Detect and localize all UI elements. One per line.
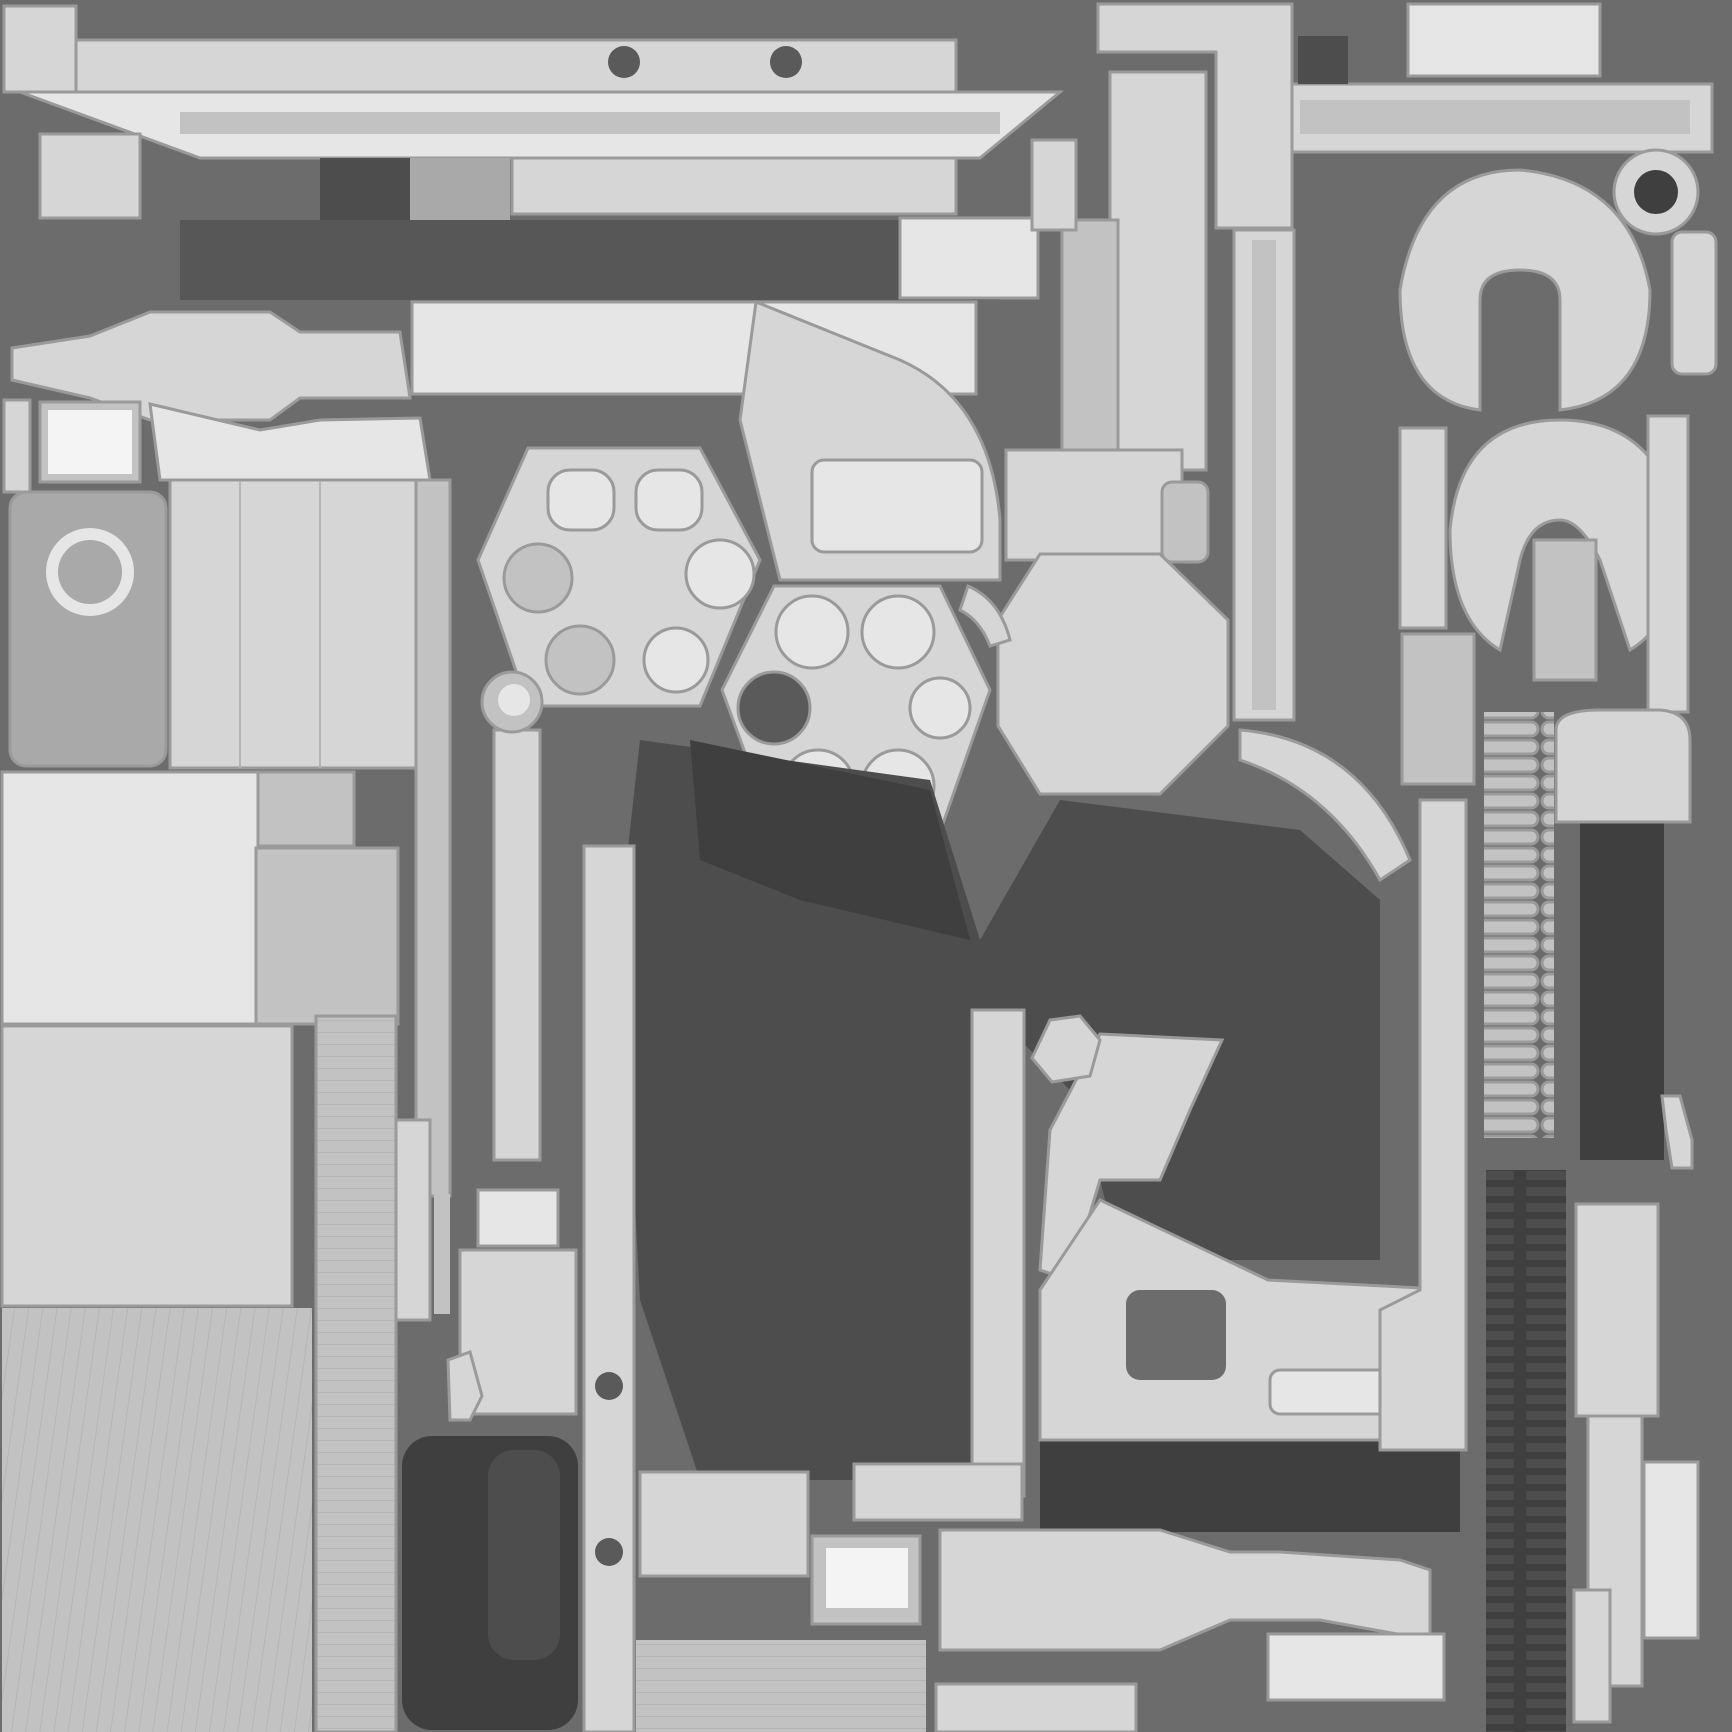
spring-coil [1484, 712, 1554, 1138]
frame-rail-right [1378, 798, 1468, 1452]
chamber-5 [544, 624, 616, 696]
rail-hole-left [608, 46, 640, 78]
chamber-4 [684, 538, 756, 610]
rail-hole-right [770, 46, 802, 78]
fan-disc-top [1398, 168, 1652, 412]
mag-cap [148, 402, 432, 482]
chamber-2 [634, 468, 704, 532]
chamber-1 [546, 468, 616, 532]
trigger-guard-bar [492, 728, 542, 1162]
plate-a-side [256, 770, 356, 848]
pad-dark-top [1298, 36, 1348, 84]
gem-nut [1030, 1014, 1102, 1084]
upper-center-group [898, 2, 1296, 722]
left-body-group [2, 299, 1002, 1198]
cloth-panel-fold [690, 740, 970, 940]
mag-block [168, 472, 418, 770]
vertical-bar-far-right [1646, 414, 1690, 714]
sight-piece [2, 398, 32, 494]
box-part [638, 1470, 810, 1578]
ribbed-strip [314, 1014, 398, 1732]
hammer-head [1554, 708, 1692, 824]
barrel-bottom [938, 1528, 1432, 1652]
small-parts-group [434, 670, 1102, 1422]
vertical-rail-a [1108, 70, 1208, 472]
left-plates-group [0, 770, 432, 1732]
emissive-glass-top [48, 410, 132, 474]
chamber-3 [502, 542, 574, 614]
bracket-right-a [1398, 426, 1448, 630]
barrel-bottom-foot [934, 1682, 1138, 1732]
cloth-panel-lower [1040, 1440, 1460, 1532]
top-rail-cap [2, 4, 78, 94]
octagon-plate [996, 552, 1230, 796]
bracket-small-2 [1030, 138, 1078, 232]
slider-block [1532, 538, 1598, 682]
hammer-spur [1038, 1032, 1225, 1282]
block-small [38, 132, 142, 220]
frame-vertical [970, 1008, 1026, 1498]
l-bracket [1096, 2, 1294, 230]
side-rail-left [394, 1118, 432, 1322]
pin-piece [1572, 1588, 1612, 1724]
bracket-right-b [1400, 632, 1476, 786]
vertical-rail-c-groove [1252, 240, 1276, 710]
narrow-bar-right [1574, 1202, 1660, 1418]
top-rail-group [2, 4, 1065, 300]
hook-piece [1660, 1094, 1694, 1170]
trigger-small [446, 1350, 484, 1422]
chamber-r2 [860, 594, 936, 670]
rail-hole-1 [595, 1372, 623, 1400]
top-rail [74, 38, 958, 94]
grip-screw-inner [58, 540, 122, 604]
top-right-group [1280, 2, 1718, 376]
cloth-panel-dark-strip [1580, 820, 1664, 1160]
plate-c [254, 846, 400, 1026]
vertical-long-rail [582, 844, 636, 1732]
mechanism-group [402, 728, 926, 1732]
grip-bar-inner [1300, 100, 1690, 134]
spring-small [434, 1194, 450, 1314]
mag-rail [414, 478, 452, 1198]
blade-strip-inner [180, 112, 1000, 134]
hammer-part [476, 1188, 560, 1248]
frame-plate-window [1126, 1290, 1226, 1380]
block-mid [1004, 448, 1184, 562]
dark-block-2 [410, 158, 510, 220]
plate-a [0, 770, 260, 1026]
panel-top-right [1406, 2, 1602, 78]
receiver-slot [810, 458, 984, 554]
chamber-r1 [774, 594, 850, 670]
chamber-6 [642, 626, 710, 694]
dark-block-1 [320, 158, 410, 220]
cylinder-short [1160, 480, 1210, 564]
chamber-r3 [736, 670, 812, 746]
barrel-bottom-lower [1266, 1632, 1446, 1702]
ring-hole [1634, 170, 1678, 214]
arc-piece-small [958, 583, 1012, 648]
frame-foot [852, 1462, 1024, 1522]
chain-track [1486, 1170, 1566, 1732]
stripe-plate [2, 1308, 312, 1732]
side-piece-right [1642, 1460, 1700, 1640]
bracket-small [898, 216, 1040, 300]
semi-disc [1238, 728, 1412, 883]
right-column-group [1398, 168, 1700, 1732]
slat-plate [636, 1640, 926, 1732]
chamber-r4 [908, 676, 972, 740]
emissive-glass-bottom [826, 1548, 908, 1608]
frame-group [852, 798, 1468, 1732]
small-washer [498, 684, 530, 716]
clip-piece [1670, 230, 1718, 376]
dark-band [180, 220, 1000, 300]
barrel-piece [10, 310, 412, 422]
plate-b [0, 1024, 294, 1308]
long-bar [510, 156, 958, 216]
dark-frame-inner [488, 1450, 560, 1660]
rail-hole-2 [595, 1538, 623, 1566]
